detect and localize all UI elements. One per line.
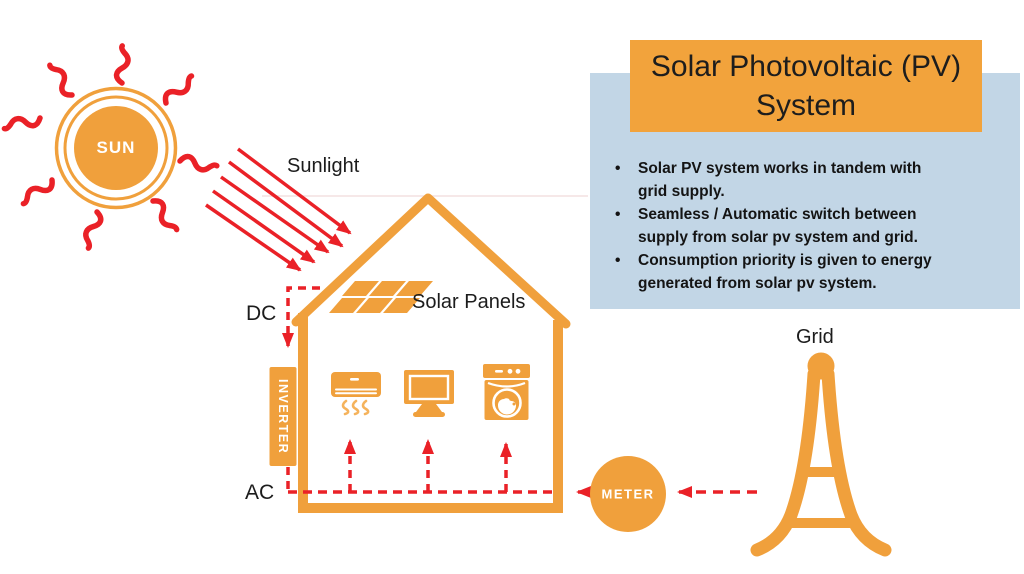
sunlight-arrows-icon (205, 147, 352, 272)
dc-label: DC (246, 302, 277, 325)
info-bullet-3: Consumption priority is given to energy … (612, 249, 994, 295)
inverter-label: INVERTER (276, 378, 290, 455)
tv-icon (404, 370, 454, 417)
solar-panels-label: Solar Panels (412, 291, 526, 313)
washing-machine-icon (483, 364, 530, 420)
solar-panels-icon (329, 281, 433, 313)
sunlight-label: Sunlight (287, 155, 360, 177)
info-bullet-1-line-2: grid supply. (638, 183, 725, 200)
info-bullet-3-line-1: Consumption priority is given to energy (638, 252, 932, 269)
title-line-1: Solar Photovoltaic (PV) (650, 50, 962, 83)
inverter-box-icon (269, 367, 297, 466)
house-roof (291, 193, 571, 329)
info-bullet-1-line-1: Solar PV system works in tandem with (638, 160, 922, 177)
sun-rays-icon (1, 43, 220, 251)
info-bullet-2-line-2: supply from solar pv system and grid. (638, 229, 918, 246)
air-conditioner-icon (331, 372, 381, 416)
info-bullet-2: Seamless / Automatic switch between supp… (612, 203, 994, 249)
dashed-power-flow-lines (286, 439, 757, 498)
info-bullet-list: Solar PV system works in tandem with gri… (612, 157, 994, 295)
grid-tower-icon (750, 352, 892, 557)
info-bullet-2-line-1: Seamless / Automatic switch between (638, 206, 917, 223)
sun-icon (1, 43, 220, 251)
dc-line (282, 286, 320, 348)
meter-label: METER (601, 486, 655, 502)
house-icon (291, 193, 571, 513)
info-bullet-3-line-2: generated from solar pv system. (638, 275, 877, 292)
grid-label: Grid (796, 326, 834, 348)
meter-icon (590, 456, 666, 532)
ac-label: AC (245, 481, 275, 504)
title-banner: Solar Photovoltaic (PV) System (630, 40, 982, 132)
info-bullet-1: Solar PV system works in tandem with gri… (612, 157, 994, 203)
sun-label: SUN (96, 138, 136, 157)
title-line-2: System (755, 89, 857, 122)
house-walls (298, 313, 563, 513)
